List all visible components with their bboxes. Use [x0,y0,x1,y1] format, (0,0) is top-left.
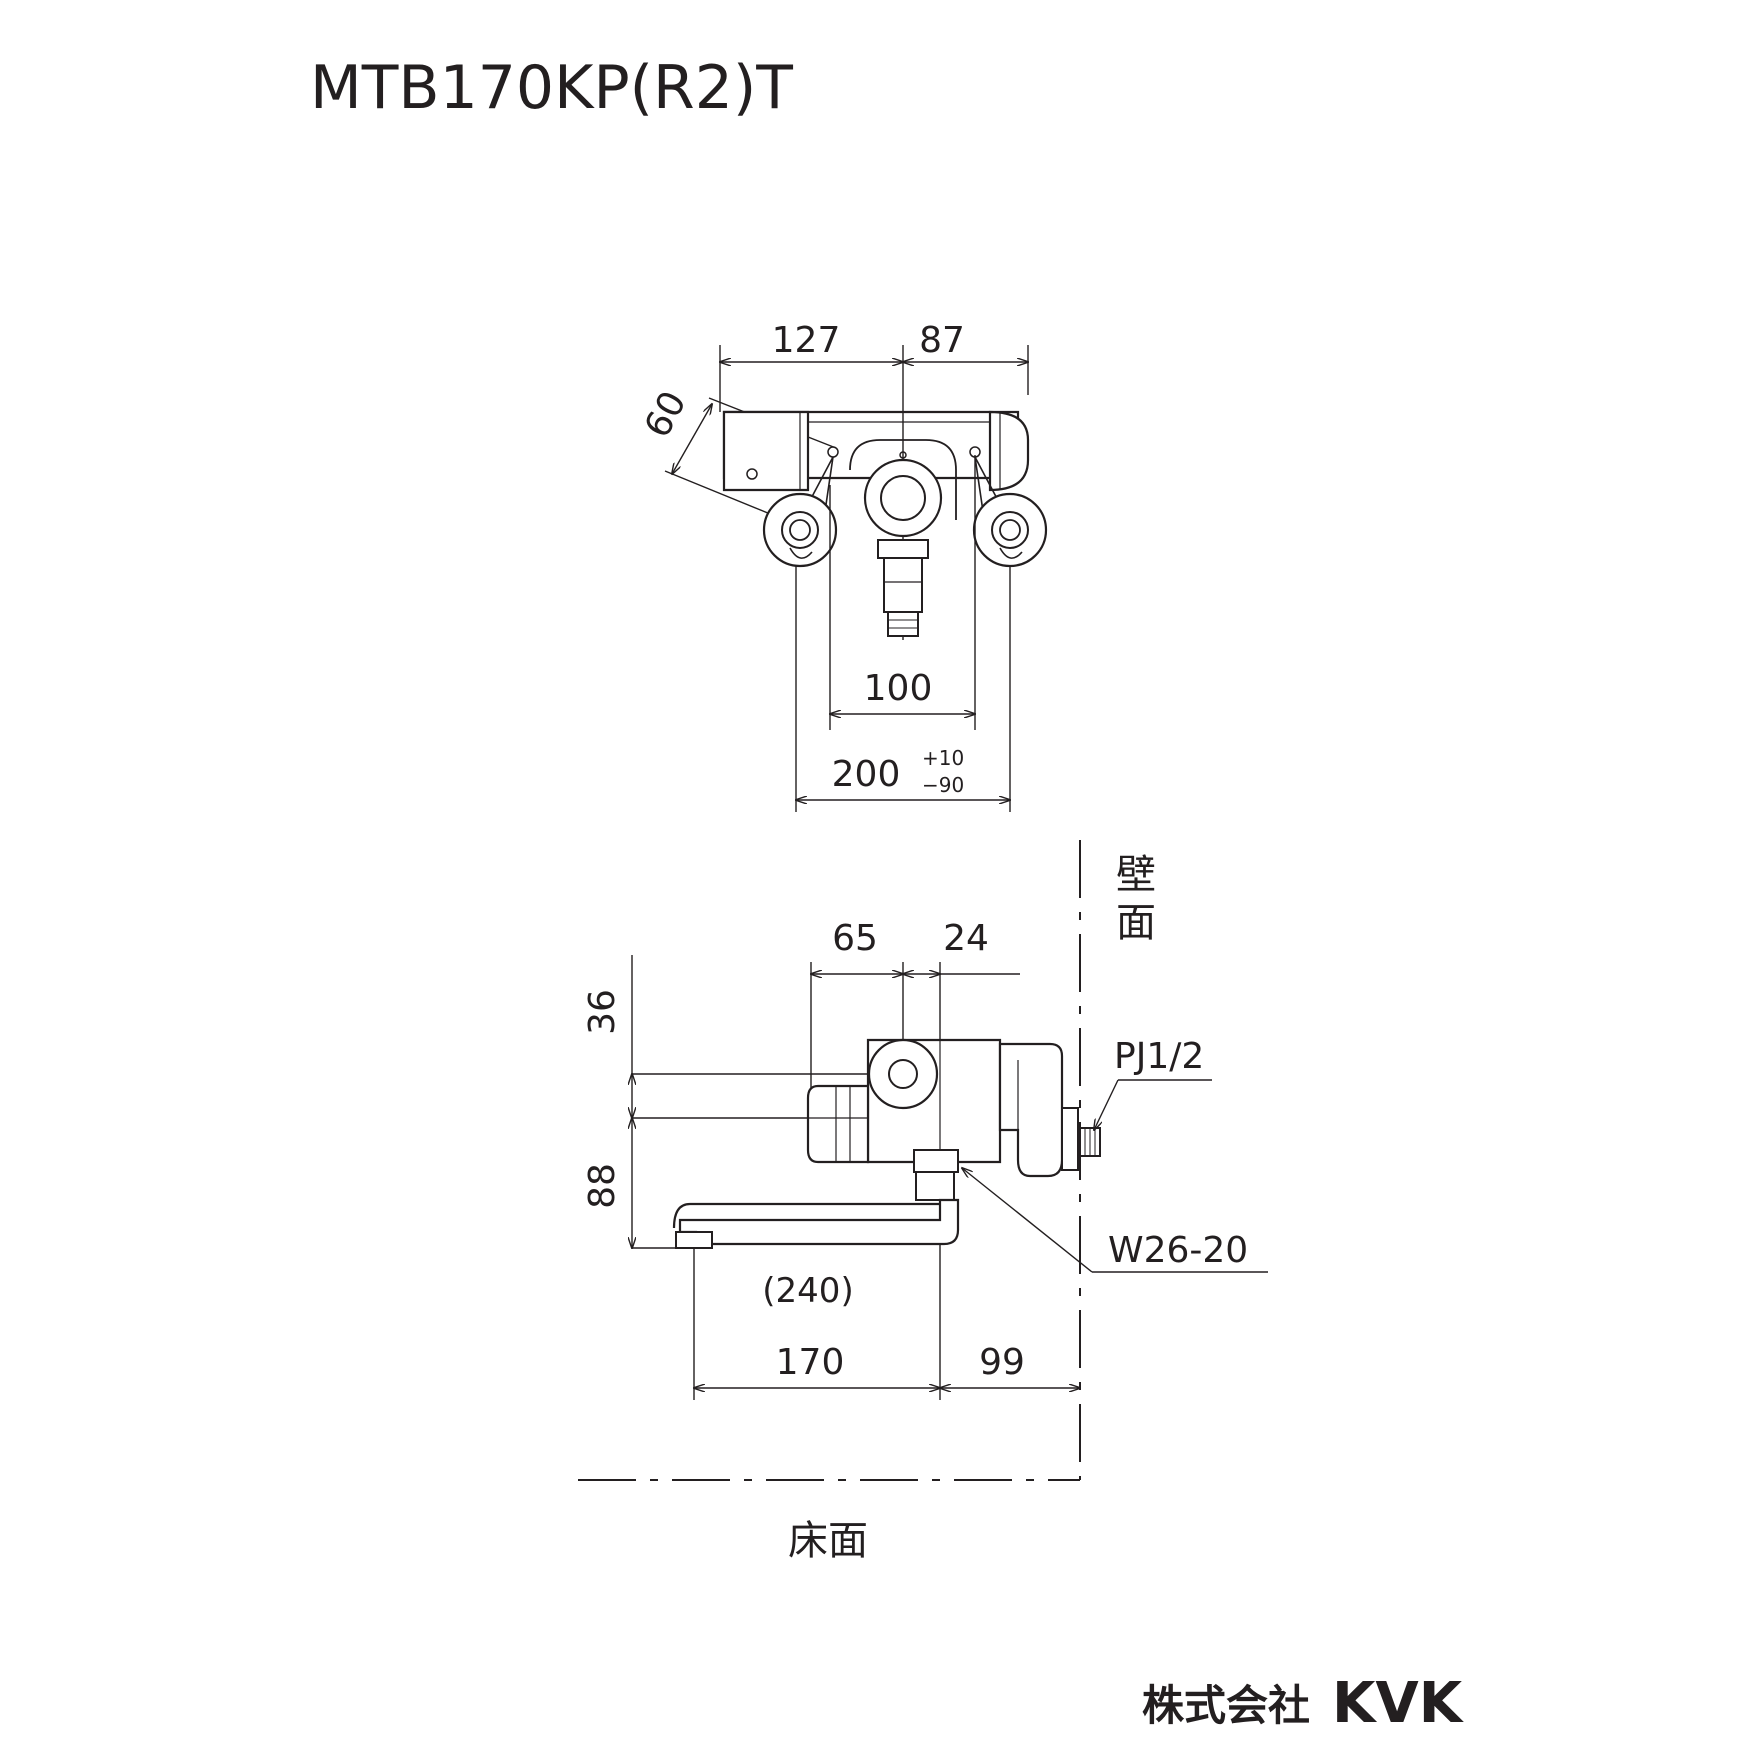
dim-88: 88 [582,1163,623,1209]
callout-pj: PJ1/2 [1114,1036,1204,1077]
spout-outlet [675,1231,713,1249]
spout-nut [915,1171,955,1201]
dim-170: 170 [776,1342,845,1383]
side-handle [806,1084,870,1164]
dim-99: 99 [979,1342,1025,1383]
right-dial [988,410,1030,492]
right-union [972,492,1048,568]
center-hub-outer [863,458,943,538]
extension-line [664,470,781,519]
spout-connector [877,539,929,559]
dimension-line-60 [672,404,712,474]
dim-36: 36 [582,989,623,1035]
maker-company: 株式会社 [1142,1681,1310,1730]
spout [678,1198,960,1246]
dim-60: 60 [637,385,695,445]
dim-200-tolerance-minus: −90 [922,773,964,797]
center-hub-inner [880,475,926,521]
side-view [578,840,1268,1481]
dim-127: 127 [772,320,841,361]
leader-w26-arrow [962,1168,1093,1273]
wall-label-1: 壁 [1116,852,1156,898]
dim-200: 200 [832,754,901,795]
side-hub-inner [888,1059,918,1089]
floor-label: 床面 [788,1518,868,1564]
dim-240: (240) [762,1271,853,1311]
dim-100: 100 [864,668,933,709]
dim-65: 65 [832,918,878,959]
dim-24: 24 [943,918,989,959]
callout-w26: W26-20 [1108,1230,1248,1271]
wall-flange [1061,1107,1079,1171]
side-hub-outer [867,1038,939,1110]
model-title: MTB170KP(R2)T [310,53,793,123]
wall-label-2: 面 [1116,900,1156,946]
left-union [762,492,838,568]
top-view [664,345,1048,812]
dim-87: 87 [919,320,965,361]
leader-pj-arrow [1094,1079,1119,1130]
maker-brand: KVK [1332,1671,1465,1736]
dim-200-tolerance-plus: +10 [922,746,964,770]
left-handle-block [722,410,810,492]
side-dial [998,1042,1064,1178]
